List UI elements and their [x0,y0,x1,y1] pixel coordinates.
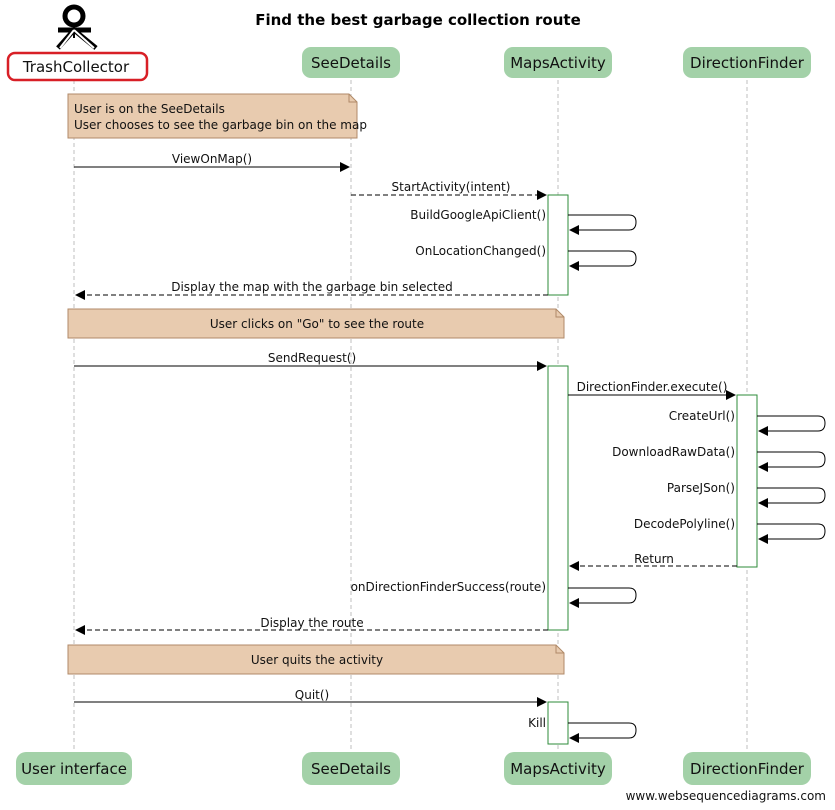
note-user-quits: User quits the activity [67,644,565,675]
message-label: onDirectionFinderSuccess(route) [351,580,546,594]
message-display-route: Display the route [75,616,548,635]
message-label: Kill [528,716,546,730]
participant-label: MapsActivity [510,54,606,72]
message-label: OnLocationChanged() [415,244,546,258]
note-user-clicks-go: User clicks on "Go" to see the route [67,308,565,339]
participant-direction-finder-bottom[interactable]: DirectionFinder [683,752,811,785]
message-label: DecodePolyline() [634,517,735,531]
message-label: DirectionFinder.execute() [577,380,728,394]
participant-see-details-bottom[interactable]: SeeDetails [302,752,400,785]
activation-bar [547,194,569,296]
footer-link[interactable]: www.websequencediagrams.com [626,789,826,803]
message-start-activity: StartActivity(intent) [351,180,547,200]
message-label: StartActivity(intent) [392,180,511,194]
participant-label: SeeDetails [311,760,391,778]
message-kill: Kill [528,716,637,743]
note-user-on-seedetails: User is on the SeeDetails User chooses t… [67,93,367,139]
participant-maps-activity-top[interactable]: MapsActivity [504,47,612,78]
message-label: DownloadRawData() [612,445,735,459]
message-return: Return [569,552,737,571]
participant-label: DirectionFinder [690,760,805,778]
message-parse-json: ParseJSon() [667,481,826,508]
participant-label: DirectionFinder [690,54,805,72]
message-label: SendRequest() [268,351,356,365]
message-download-raw-data: DownloadRawData() [612,445,826,472]
participant-direction-finder-top[interactable]: DirectionFinder [683,47,811,78]
message-view-on-map: ViewOnMap() [74,152,350,172]
message-quit: Quit() [74,688,547,707]
message-on-direction-finder-success: onDirectionFinderSuccess(route) [351,580,637,608]
participant-label: MapsActivity [510,760,606,778]
message-create-url: CreateUrl() [669,409,826,436]
message-direction-finder-execute: DirectionFinder.execute() [568,380,736,400]
participant-user-interface[interactable]: User interface [16,752,132,785]
message-label: ViewOnMap() [172,152,252,166]
activation-bar [736,394,758,568]
note-text: User chooses to see the garbage bin on t… [74,118,367,132]
message-on-location-changed: OnLocationChanged() [415,244,637,271]
message-label: Display the route [260,616,363,630]
message-decode-polyline: DecodePolyline() [634,517,826,544]
participant-maps-activity-bottom[interactable]: MapsActivity [504,752,612,785]
participant-trash-collector[interactable]: TrashCollector [6,51,149,82]
participant-label: User interface [21,760,127,778]
message-label: ParseJSon() [667,481,735,495]
message-label: BuildGoogleApiClient() [410,208,546,222]
message-label: Quit() [295,688,329,702]
participant-label: TrashCollector [22,58,130,76]
message-display-map: Display the map with the garbage bin sel… [75,280,548,300]
message-label: CreateUrl() [669,409,735,423]
note-text: User is on the SeeDetails [74,102,225,116]
actor-icon [56,4,98,50]
message-send-request: SendRequest() [74,351,547,371]
activation-bar [547,701,569,745]
message-label: Return [634,552,674,566]
participant-label: SeeDetails [311,54,391,72]
message-label: Display the map with the garbage bin sel… [171,280,453,294]
note-text: User quits the activity [251,653,383,667]
diagram-title: Find the best garbage collection route [255,11,581,29]
activation-bar [547,365,569,631]
message-build-google-api-client: BuildGoogleApiClient() [410,208,637,235]
note-text: User clicks on "Go" to see the route [210,317,424,331]
participant-see-details-top[interactable]: SeeDetails [302,47,400,78]
